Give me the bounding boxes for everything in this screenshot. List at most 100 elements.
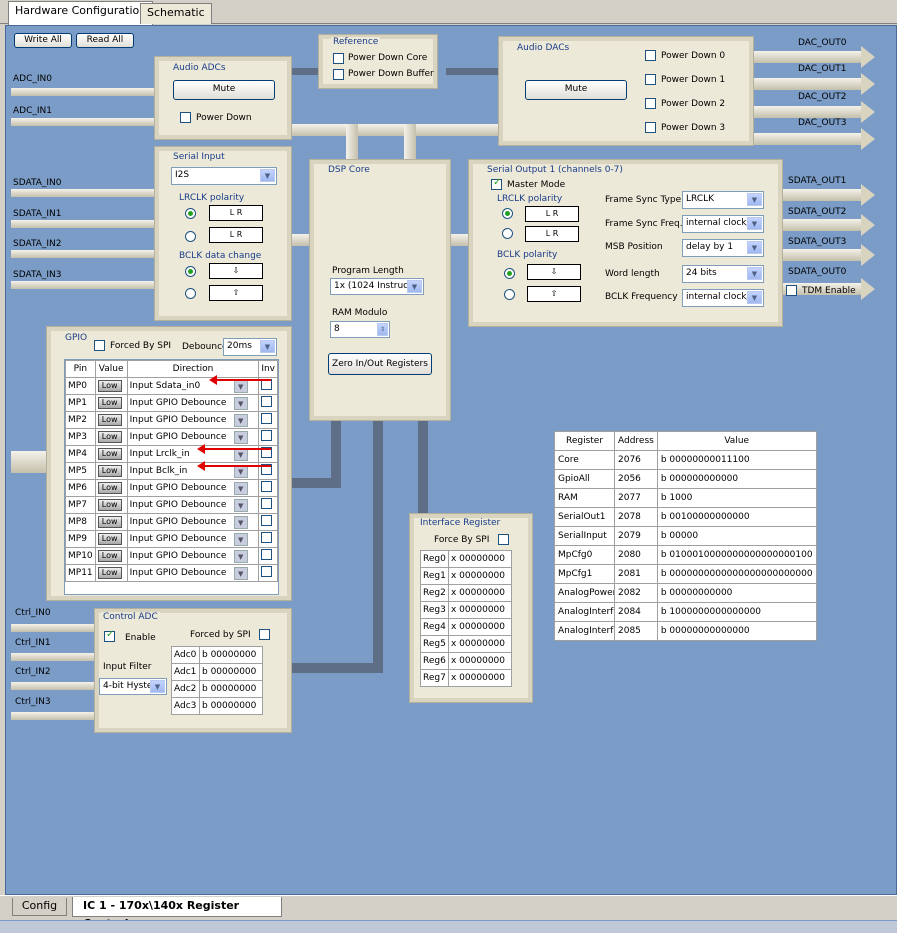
bclk-frequency-value: internal clock/ bbox=[686, 292, 750, 302]
read-all-button[interactable]: Read All bbox=[76, 33, 134, 48]
gpio-direction-value: Input Sdata_in0 bbox=[129, 381, 201, 391]
gpio-direction-select[interactable]: Input GPIO Debounce▼ bbox=[126, 479, 260, 497]
write-all-button[interactable]: Write All bbox=[14, 33, 72, 48]
dac-power-down-2-checkbox[interactable] bbox=[645, 98, 656, 109]
gpio-value-button[interactable]: Low bbox=[97, 431, 122, 443]
gpio-direction-select[interactable]: Input GPIO Debounce▼ bbox=[126, 564, 260, 582]
adc-mute-button[interactable]: Mute bbox=[173, 80, 275, 100]
so-lrclk-radio-2[interactable] bbox=[502, 228, 513, 239]
force-by-spi-label: Force By SPI bbox=[434, 535, 490, 545]
gpio-inv-checkbox[interactable] bbox=[261, 447, 273, 458]
ram-modulo-spinner[interactable]: 8⇕ bbox=[330, 321, 390, 338]
gpio-inv-checkbox[interactable] bbox=[261, 430, 273, 441]
force-by-spi-checkbox[interactable] bbox=[498, 534, 509, 545]
sdata-out0-label: SDATA_OUT0 bbox=[788, 267, 847, 277]
gpio-inv-checkbox[interactable] bbox=[261, 549, 273, 560]
frame-sync-freq-value: internal clock/ bbox=[686, 218, 750, 228]
gpio-forced-by-spi-checkbox[interactable] bbox=[94, 340, 105, 351]
gpio-inv-checkbox[interactable] bbox=[261, 498, 273, 509]
serial-input-format-select[interactable]: I2S▼ bbox=[171, 167, 277, 185]
gpio-inv-checkbox[interactable] bbox=[261, 464, 273, 475]
frame-sync-freq-select[interactable]: internal clock/▼ bbox=[682, 215, 764, 233]
zero-io-registers-button[interactable]: Zero In/Out Registers bbox=[328, 353, 432, 375]
power-down-buffer-label: Power Down Buffer bbox=[348, 69, 434, 79]
register-address: 2079 bbox=[614, 526, 658, 546]
tdm-enable-checkbox[interactable] bbox=[786, 285, 797, 296]
tab-schematic[interactable]: Schematic bbox=[140, 3, 212, 24]
gpio-value-button[interactable]: Low bbox=[97, 414, 122, 426]
register-value: b 1000000000000000 bbox=[656, 602, 817, 622]
gpio-value-button[interactable]: Low bbox=[97, 397, 122, 409]
gpio-row: MP9 Low Input GPIO Debounce▼ bbox=[65, 530, 278, 548]
serial-output-panel: Serial Output 1 (channels 0-7) Master Mo… bbox=[468, 159, 783, 327]
frame-sync-type-select[interactable]: LRCLK▼ bbox=[682, 191, 764, 209]
gpio-value-button[interactable]: Low bbox=[97, 567, 122, 579]
gpio-inv-checkbox[interactable] bbox=[261, 481, 273, 492]
gpio-direction-select[interactable]: Input GPIO Debounce▼ bbox=[126, 496, 260, 514]
tab-ic1-register-control[interactable]: IC 1 - 170x\140x Register Control bbox=[72, 897, 282, 930]
gpio-value-cell: Low bbox=[94, 479, 128, 497]
gpio-inv-checkbox[interactable] bbox=[261, 532, 273, 543]
gpio-inv-checkbox[interactable] bbox=[261, 566, 273, 577]
gpio-direction-select[interactable]: Input GPIO Debounce▼ bbox=[126, 428, 260, 446]
adc-power-down-checkbox[interactable] bbox=[180, 112, 191, 123]
bclk-frequency-select[interactable]: internal clock/▼ bbox=[682, 289, 764, 307]
master-mode-checkbox[interactable] bbox=[491, 177, 502, 190]
gpio-value-button[interactable]: Low bbox=[97, 499, 122, 511]
dac-power-down-3-checkbox[interactable] bbox=[645, 122, 656, 133]
control-adc-enable-checkbox[interactable] bbox=[104, 629, 115, 642]
tab-config[interactable]: Config bbox=[12, 898, 67, 916]
gpio-inv-cell bbox=[258, 547, 278, 565]
gpio-value-button[interactable]: Low bbox=[97, 465, 122, 477]
msb-position-select[interactable]: delay by 1▼ bbox=[682, 239, 764, 257]
si-lrclk-radio-1[interactable] bbox=[185, 208, 196, 219]
tab-hardware-configuration[interactable]: Hardware Configuration bbox=[8, 1, 154, 25]
so-lrclk-radio-1[interactable] bbox=[502, 208, 513, 219]
power-down-core-checkbox[interactable] bbox=[333, 53, 344, 64]
gpio-inv-checkbox[interactable] bbox=[261, 515, 273, 526]
word-length-select[interactable]: 24 bits▼ bbox=[682, 265, 764, 283]
gpio-direction-select[interactable]: Input GPIO Debounce▼ bbox=[126, 411, 260, 429]
register-value: b 00000000000 bbox=[656, 583, 817, 603]
dac-power-down-0-label: Power Down 0 bbox=[661, 51, 726, 61]
gpio-value-button[interactable]: Low bbox=[97, 380, 122, 392]
gpio-direction-select[interactable]: Input GPIO Debounce▼ bbox=[126, 394, 260, 412]
gpio-value-button[interactable]: Low bbox=[97, 448, 122, 460]
dac-mute-button[interactable]: Mute bbox=[525, 80, 627, 100]
gpio-value-button[interactable]: Low bbox=[97, 550, 122, 562]
gpio-value-button[interactable]: Low bbox=[97, 516, 122, 528]
power-down-buffer-checkbox[interactable] bbox=[333, 69, 344, 80]
ctrl-in2-label: Ctrl_IN2 bbox=[15, 667, 51, 677]
gpio-direction-select[interactable]: Input Sdata_in0▼ bbox=[126, 377, 260, 395]
so-bclk-radio-2[interactable] bbox=[504, 289, 515, 300]
gpio-direction-select[interactable]: Input GPIO Debounce▼ bbox=[126, 530, 260, 548]
gpio-inv-checkbox[interactable] bbox=[261, 413, 273, 424]
register-value: b 00000000000000 bbox=[656, 621, 817, 641]
debounce-select[interactable]: 20ms▼ bbox=[223, 338, 277, 356]
gpio-value-button[interactable]: Low bbox=[97, 533, 122, 545]
program-length-select[interactable]: 1x (1024 Instructi▼ bbox=[330, 278, 424, 295]
register-name: SerialInput bbox=[554, 526, 615, 546]
si-bclk-radio-1[interactable] bbox=[185, 266, 196, 277]
gpio-value-button[interactable]: Low bbox=[97, 482, 122, 494]
input-filter-select[interactable]: 4-bit Hyste▼ bbox=[99, 678, 167, 695]
control-adc-forced-checkbox[interactable] bbox=[259, 629, 270, 640]
gpio-direction-select[interactable]: Input GPIO Debounce▼ bbox=[126, 513, 260, 531]
gpio-direction-select[interactable]: Input GPIO Debounce▼ bbox=[126, 547, 260, 565]
dac-power-down-1-checkbox[interactable] bbox=[645, 74, 656, 85]
so-bclk-radio-1[interactable] bbox=[504, 268, 515, 279]
si-bclk-radio-2[interactable] bbox=[185, 288, 196, 299]
si-lrclk-radio-2[interactable] bbox=[185, 231, 196, 242]
dac-power-down-0-checkbox[interactable] bbox=[645, 50, 656, 61]
gpio-inv-checkbox[interactable] bbox=[261, 396, 273, 407]
